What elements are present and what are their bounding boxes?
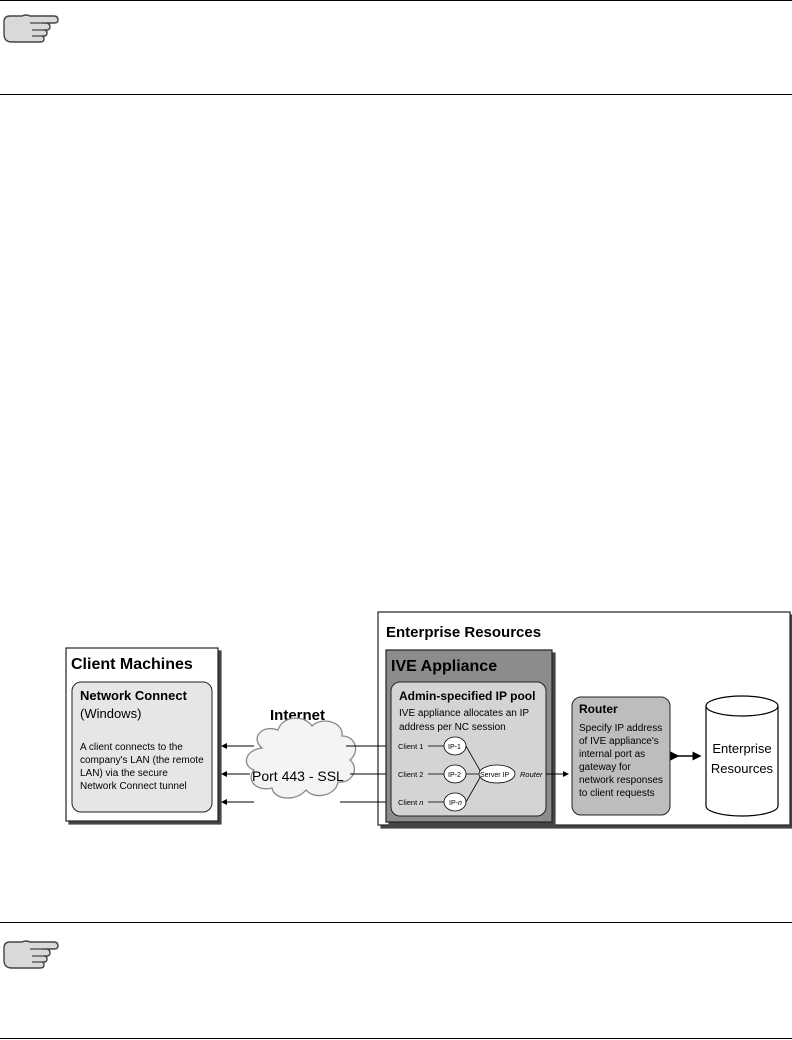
ip-pool-desc: IVE appliance allocates an IP [399,708,529,719]
enterprise-resources-cylinder: Enterprise Resources [705,695,779,817]
enterprise-title: Enterprise Resources [386,624,541,641]
ive-title: IVE Appliance [391,658,497,675]
network-connect-panel [71,681,213,813]
ip-pool-title: Admin-specified IP pool [399,689,535,703]
router-link-label: Router [520,770,543,779]
client-machines-title: Client Machines [71,656,193,673]
client-2-label: Client 2 [398,770,423,779]
client-n-label: Client n [398,798,423,807]
router-title: Router [579,702,618,716]
pointing-hand-icon [3,14,59,43]
pointing-hand-icon [3,940,59,969]
router-desc: network responses [579,775,663,786]
server-ip-node [478,764,516,784]
internet-label: Internet [270,707,325,724]
ip-pool-panel [390,681,547,817]
cloud-label: Port 443 - SSL [252,768,344,784]
ive-appliance-box: IVE Appliance Admin-specified IP pool IV… [385,649,553,823]
router-desc: of IVE appliance's [579,736,659,747]
ip-2-node [443,764,467,784]
top-rule-upper [0,0,792,1]
client-machines-box: Client Machines Network Connect (Windows… [65,647,219,822]
ip-pool-desc: address per NC session [399,722,506,733]
ip-1-label: IP-1 [448,744,461,751]
client-desc-line: company's LAN (the remote [80,755,204,766]
ip-1-node [443,736,467,756]
router-box: Router Specify IP address of IVE applian… [571,696,671,816]
router-desc: Specify IP address [579,723,662,734]
internet-cloud: Port 443 - SSL [245,717,357,799]
ip-n-label: IP-n [449,800,462,807]
router-desc: to client requests [579,788,655,799]
resources-label: Resources [711,761,774,776]
top-rule-lower [0,94,792,95]
network-connect-title: Network Connect [80,688,188,703]
bottom-rule-upper [0,922,792,923]
resources-label: Enterprise [712,741,771,756]
client-desc-line: LAN) via the secure [80,768,168,779]
ip-n-node [443,792,467,812]
bottom-rule-lower [0,1038,792,1039]
router-desc: gateway for [579,762,631,773]
network-connect-subtitle: (Windows) [80,706,141,721]
client-1-label: Client 1 [398,742,423,751]
client-desc-line: A client connects to the [80,742,183,753]
client-arrows [221,743,392,805]
server-ip-label: Server IP [480,772,510,779]
router-desc: internal port as [579,749,645,760]
ip-2-label: IP-2 [448,772,461,779]
client-desc-line: Network Connect tunnel [80,781,187,792]
